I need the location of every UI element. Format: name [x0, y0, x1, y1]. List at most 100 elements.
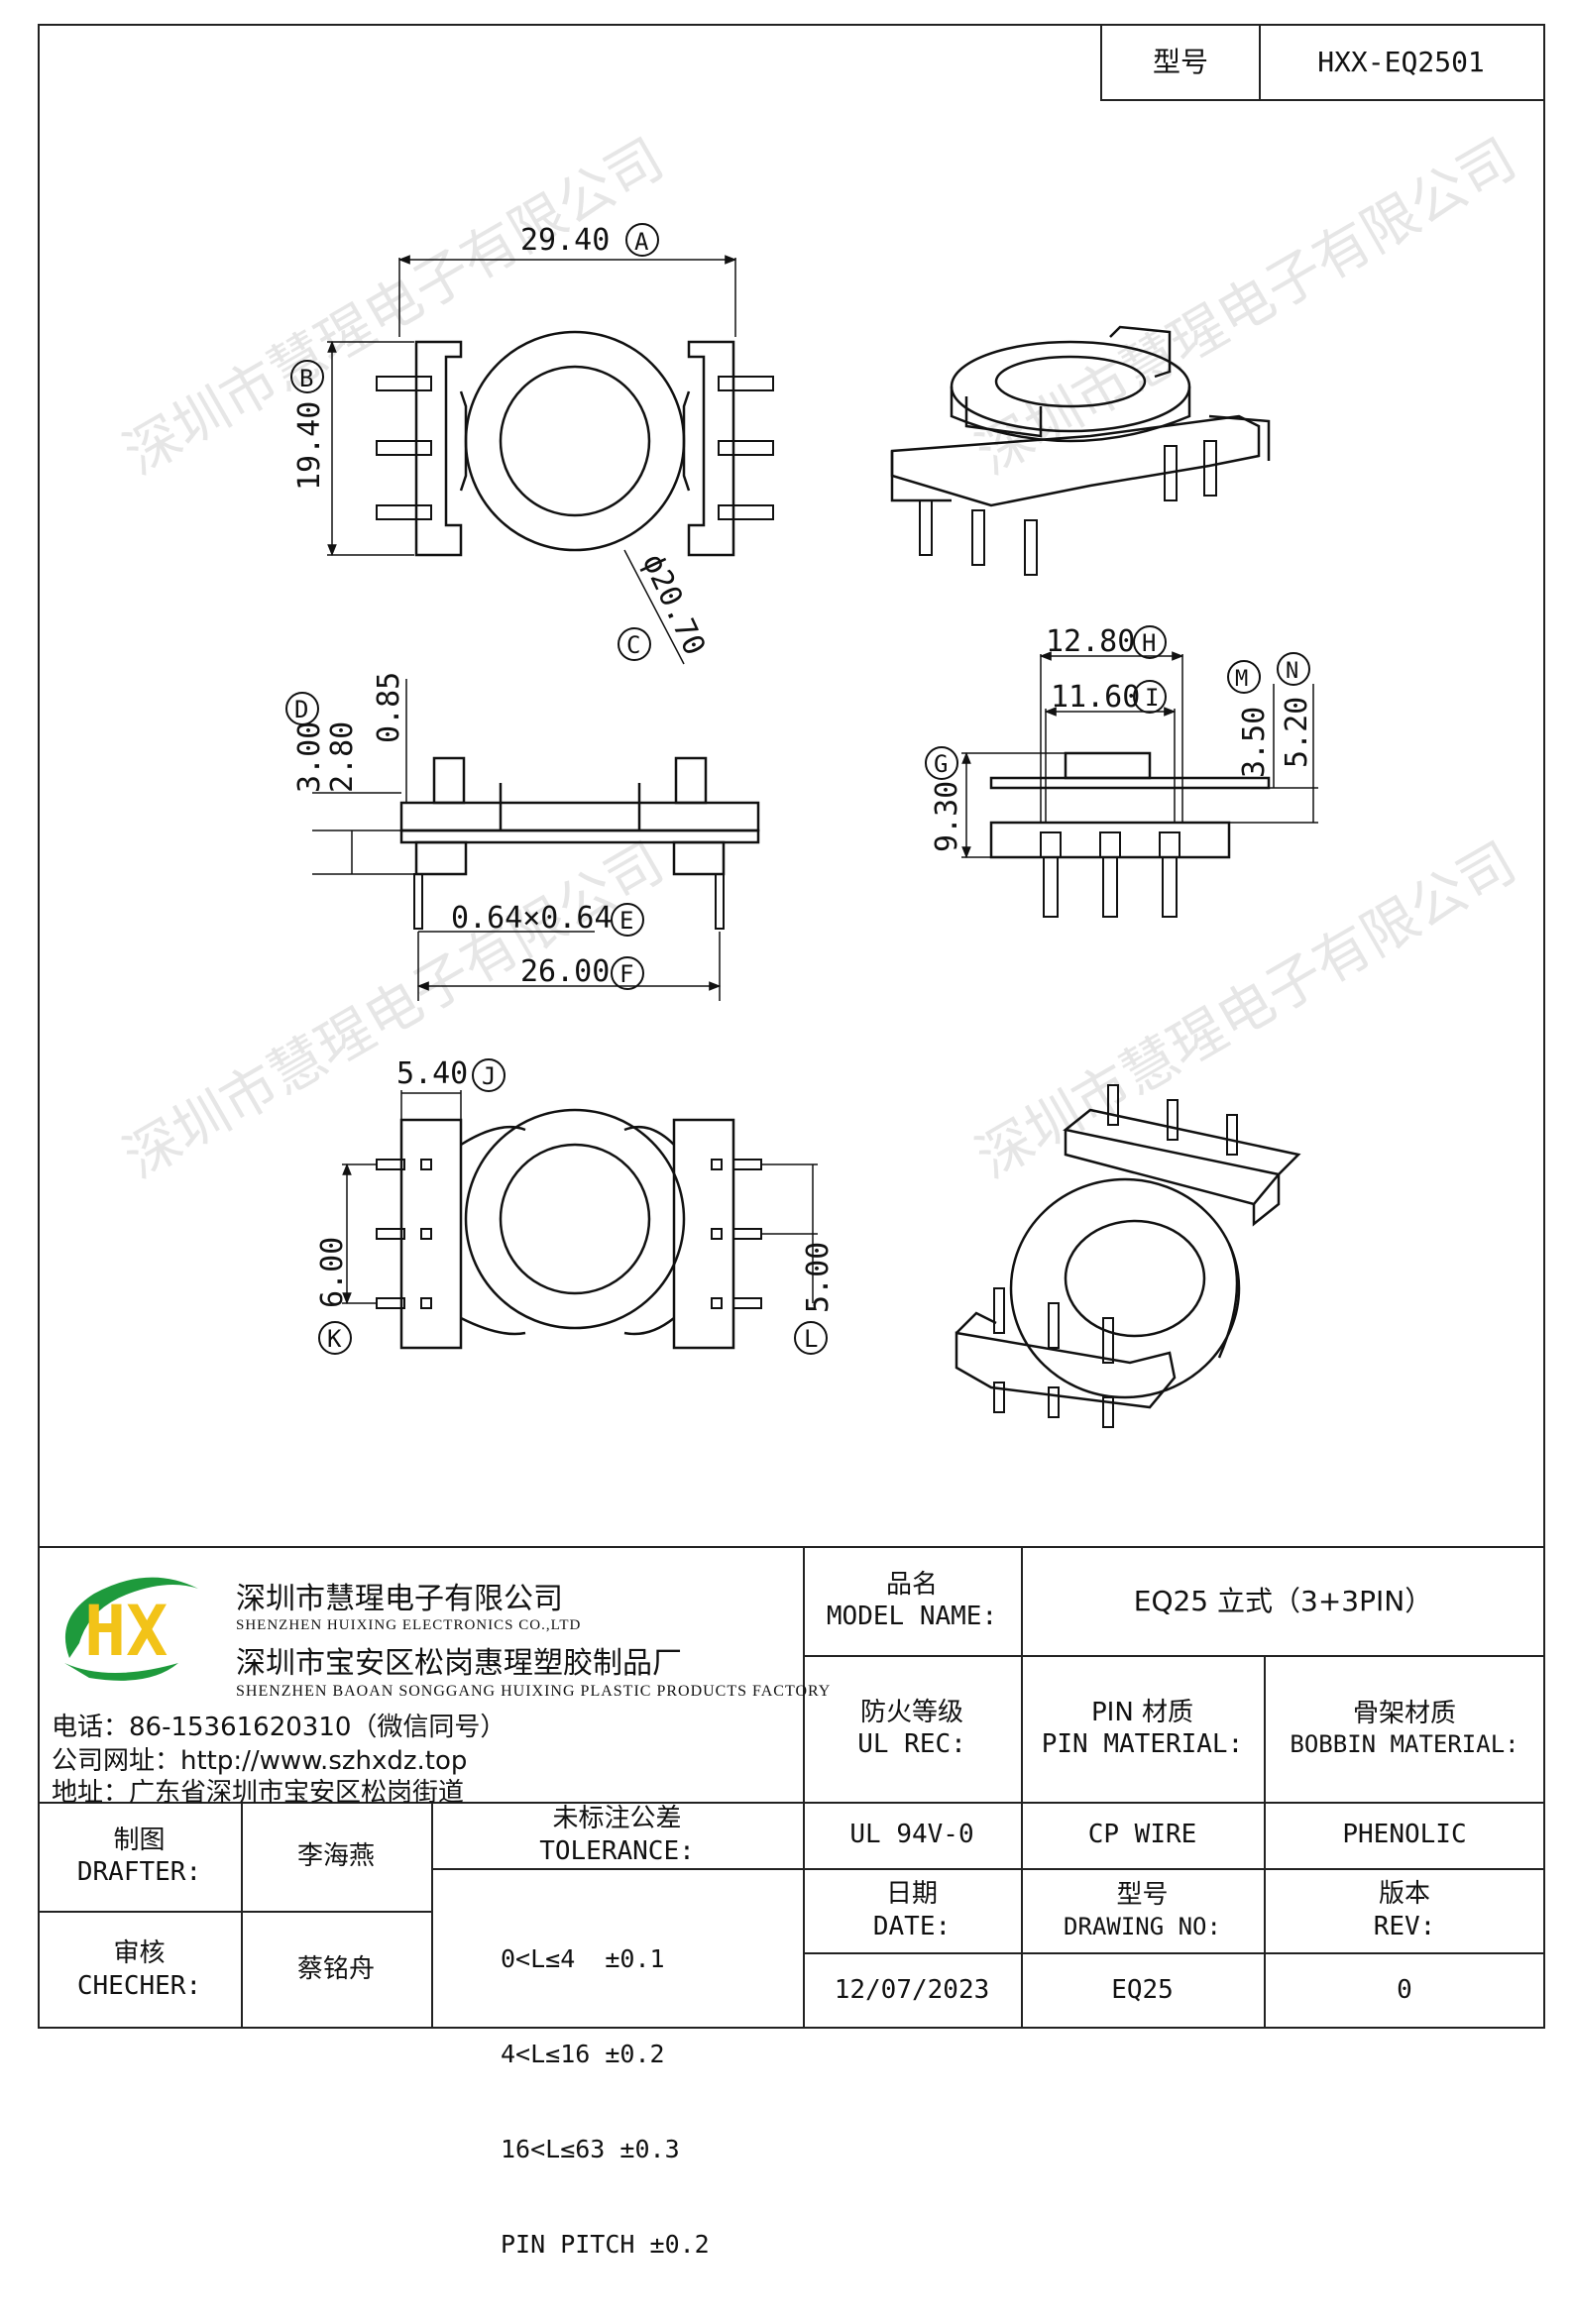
watermark-1: 深圳市慧瑆电子有限公司	[114, 127, 675, 488]
date-label-en: DATE:	[872, 1911, 952, 1941]
model-name-label-cn: 品名	[885, 1569, 938, 1600]
drawing-no-label-en: DRAWING NO:	[1064, 1912, 1221, 1940]
dim-d3: 0.85	[372, 672, 406, 743]
dim-n-tag: N	[1286, 659, 1298, 684]
dim-d2: 2.80	[325, 721, 360, 793]
drawing-no-label-cn: 型号	[1116, 1880, 1169, 1911]
rev-label-en: REV:	[1373, 1911, 1436, 1941]
rev-label: 版本 REV:	[1264, 1868, 1545, 1952]
dim-n: 5.20	[1280, 697, 1314, 768]
drafter-label-cn: 制图	[113, 1825, 166, 1855]
tolerance-label-en: TOLERANCE:	[539, 1835, 695, 1866]
drawing-sheet	[38, 24, 1545, 2029]
dim-h-tag: H	[1142, 629, 1156, 657]
drawing-no-label: 型号 DRAWING NO:	[1021, 1868, 1264, 1952]
bobbin-material-label-cn: 骨架材质	[1352, 1698, 1456, 1728]
dim-e: 0.64×0.64	[451, 901, 613, 936]
dim-a-tag: A	[634, 228, 649, 256]
dim-k: 6.00	[315, 1237, 350, 1308]
company-name-en: SHENZHEN HUIXING ELECTRONICS CO.,LTD	[236, 1617, 582, 1633]
dim-k-tag-circle	[318, 1321, 352, 1355]
model-name-value: EQ25 立式（3+3PIN）	[1133, 1584, 1433, 1617]
checker-label-en: CHECHER:	[76, 1970, 202, 2001]
checker-value: 蔡铭舟	[296, 1954, 375, 1985]
dim-a: 29.40	[520, 223, 610, 258]
tolerance-row: 16<L≤63 ±0.3	[501, 2135, 680, 2163]
dim-b-tag: B	[299, 365, 313, 392]
ul-rec-label: 防火等级 UL REC:	[803, 1655, 1021, 1802]
pin-material-label: PIN 材质 PIN MATERIAL:	[1021, 1655, 1264, 1802]
tolerance-row: 0<L≤4 ±0.1	[501, 1944, 665, 1973]
ul-rec-label-cn: 防火等级	[859, 1697, 963, 1727]
watermarks: 深圳市慧瑆电子有限公司 深圳市慧瑆电子有限公司 深圳市慧瑆电子有限公司 深圳市慧…	[114, 127, 1527, 1191]
pin-material-label-en: PIN MATERIAL:	[1041, 1729, 1244, 1759]
dim-i-tag: I	[1145, 684, 1159, 712]
dim-b: 19.40	[292, 401, 327, 491]
date-label-cn: 日期	[885, 1879, 938, 1909]
company-phone: 电话：86-15361620310（微信同号）	[52, 1713, 506, 1742]
ul-rec-value: UL 94V-0	[849, 1820, 974, 1850]
dim-g: 9.30	[930, 781, 964, 852]
tolerance-list: 0<L≤4 ±0.1 4<L≤16 ±0.2 16<L≤63 ±0.3 PIN …	[501, 1880, 798, 2324]
dim-d: 3.00	[292, 721, 327, 793]
dim-c-tag-circle	[618, 627, 651, 661]
logo-letters: HX	[84, 1591, 168, 1672]
tolerance-row: PIN PITCH ±0.2	[501, 2230, 710, 2259]
dim-m-tag: M	[1235, 667, 1248, 692]
company-website: 公司网址：http://www.szhxdz.top	[52, 1746, 468, 1776]
bobbin-material-label: 骨架材质 BOBBIN MATERIAL:	[1264, 1655, 1545, 1802]
dim-f: 26.00	[520, 954, 610, 989]
company-logo: HX	[64, 1577, 198, 1681]
dim-e-tag: E	[619, 907, 633, 935]
factory-name-cn: 深圳市宝安区松岗惠瑆塑胶制品厂	[236, 1646, 682, 1681]
company-address: 地址：广东省深圳市宝安区松岗街道	[52, 1778, 465, 1808]
front-view	[961, 651, 1318, 918]
iso-view-2	[955, 1084, 1301, 1428]
dim-j-tag-circle	[472, 1058, 506, 1092]
dim-h-tag-circle	[1133, 625, 1167, 659]
dim-m-tag-circle	[1227, 660, 1261, 694]
dim-m: 3.50	[1237, 707, 1272, 778]
technical-drawing: 深圳市慧瑆电子有限公司 深圳市慧瑆电子有限公司 深圳市慧瑆电子有限公司 深圳市慧…	[114, 127, 1527, 1428]
dim-l-tag-circle	[794, 1321, 828, 1355]
side-view	[312, 679, 760, 1001]
dim-n-tag-circle	[1277, 652, 1310, 686]
dim-i-tag-circle	[1133, 680, 1167, 714]
checker-label-cn: 审核	[113, 1938, 166, 1968]
rev-value: 0	[1397, 1975, 1412, 2006]
top-view	[327, 255, 774, 665]
drawing-no-value: EQ25	[1111, 1975, 1174, 2006]
drafter-label-en: DRAFTER:	[76, 1857, 202, 1887]
dim-l: 5.00	[801, 1242, 836, 1313]
dim-j-tag: J	[482, 1062, 496, 1090]
date-value: 12/07/2023	[834, 1975, 990, 2006]
model-name-label-en: MODEL NAME:	[826, 1602, 998, 1631]
dim-h: 12.80	[1046, 624, 1135, 659]
iso-view-1	[890, 325, 1271, 576]
dim-f-tag-circle	[611, 956, 644, 990]
model-value: HXX-EQ2501	[1259, 24, 1545, 101]
pin-material-value: CP WIRE	[1087, 1820, 1197, 1850]
drafter-value: 李海燕	[296, 1840, 375, 1871]
dim-e-tag-circle	[611, 903, 644, 937]
dim-g-tag-circle	[925, 746, 958, 780]
watermark-4: 深圳市慧瑆电子有限公司	[966, 830, 1527, 1191]
drafter-label: 制图 DRAFTER:	[38, 1802, 241, 1911]
rev-label-cn: 版本	[1378, 1879, 1430, 1909]
dim-c: ϕ20.70	[635, 549, 713, 661]
model-label: 型号	[1100, 24, 1261, 101]
date-label: 日期 DATE:	[803, 1868, 1021, 1952]
bobbin-material-label-en: BOBBIN MATERIAL:	[1290, 1730, 1519, 1759]
dim-g-tag: G	[934, 750, 948, 778]
pin-material-label-cn: PIN 材质	[1090, 1697, 1194, 1727]
model-name-label: 品名 MODEL NAME:	[803, 1546, 1021, 1655]
dim-l-tag: L	[804, 1325, 818, 1353]
dim-b-tag-circle	[290, 360, 324, 393]
bobbin-material-value: PHENOLIC	[1342, 1820, 1467, 1850]
tolerance-row: 4<L≤16 ±0.2	[501, 2040, 665, 2068]
dim-d-tag-circle	[285, 692, 319, 725]
dim-i: 11.60	[1051, 680, 1140, 715]
company-name-cn: 深圳市慧瑆电子有限公司	[236, 1582, 563, 1616]
bottom-view	[342, 1090, 818, 1350]
watermark-2: 深圳市慧瑆电子有限公司	[966, 127, 1527, 488]
